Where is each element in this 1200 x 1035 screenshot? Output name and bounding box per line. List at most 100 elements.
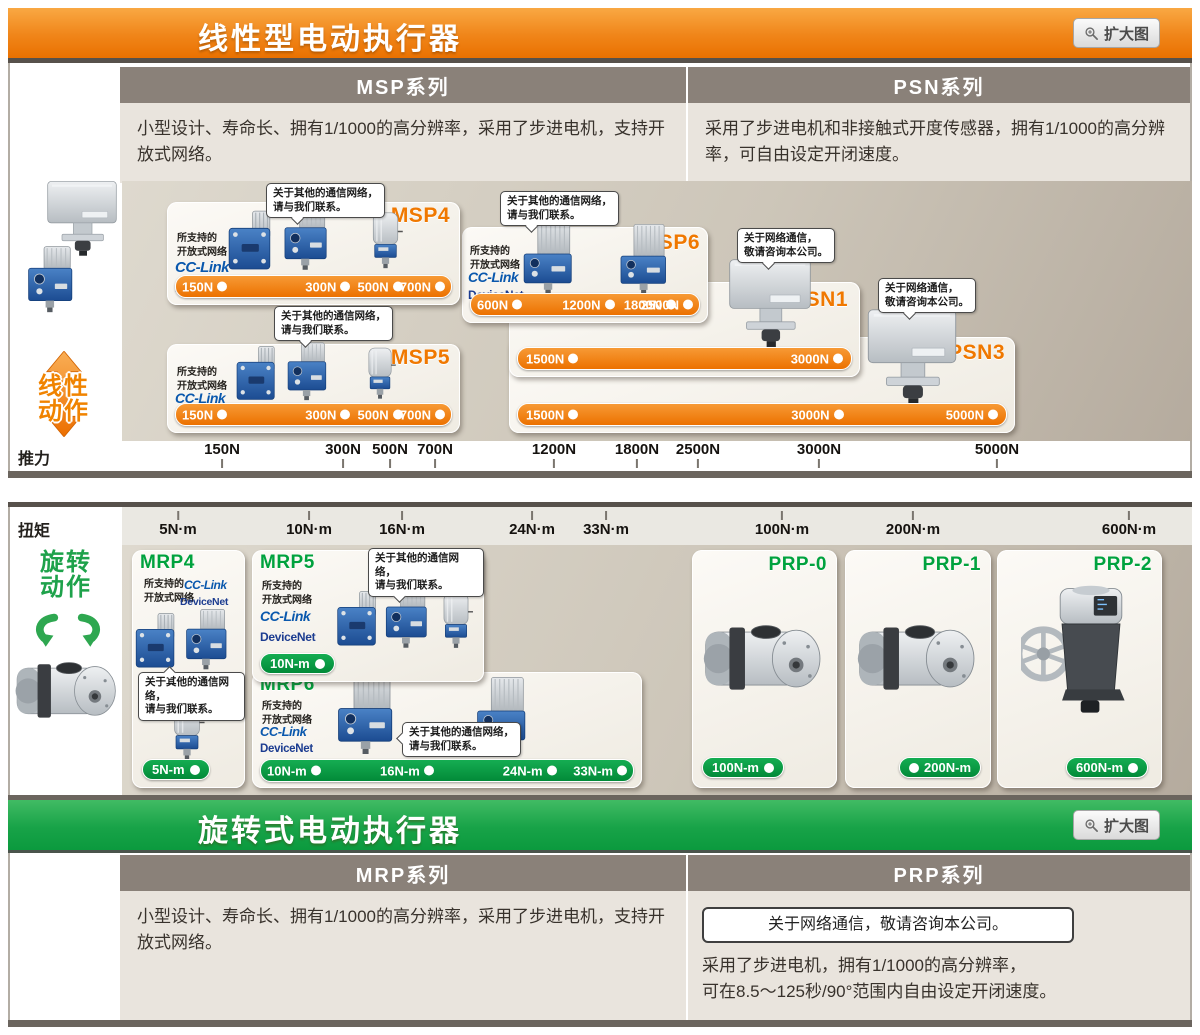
torque-axis-bg — [122, 507, 1192, 545]
mrp5-networks-label: 所支持的 开放式网络 — [262, 581, 312, 606]
callout-other-networks: 关于其他的通信网络， 请与我们联系。 — [274, 306, 393, 342]
msp-series-header: MSP系列 — [120, 67, 686, 103]
msp4-rating-bar: 150N 300N 500N 700N — [175, 275, 452, 298]
rotary-diagram: MRP4 所支持的 开放式网络 CC-Link DeviceNet 关于其他的通… — [122, 545, 1192, 795]
psn-series-description: 采用了步进电机和非接触式开度传感器，拥有1/1000的高分辨率，可自由设定开闭速… — [688, 103, 1190, 183]
callout-other-networks: 关于其他的通信网络， 请与我们联系。 — [266, 183, 385, 219]
mrp4-model: MRP4 — [140, 552, 195, 573]
psn1-product-image — [723, 256, 817, 354]
thrust-axis: 推力 150N 300N 500N 700N 1200N 1800N 2500N… — [18, 441, 1020, 468]
mrp6-networks-label: 所支持的 开放式网络 — [262, 701, 312, 726]
psn3-model: PSN3 — [948, 341, 1005, 364]
psn1-rating-bar: 1500N 3000N — [517, 347, 852, 370]
prp-series-panel: 关于网络通信，敬请咨询本公司。 采用了步进电机，拥有1/1000的高分辨率， 可… — [688, 891, 1190, 1020]
mrp4-box: MRP4 所支持的 开放式网络 CC-Link DeviceNet 关于其他的通… — [132, 550, 245, 788]
magnifier-icon — [1084, 26, 1099, 41]
msp5-model: MSP5 — [390, 346, 450, 369]
cclink-logo: CC-Link — [184, 578, 227, 592]
devicenet-logo: DeviceNet — [180, 596, 229, 608]
rotation-arrows-icon — [32, 605, 104, 649]
rotary-panel-footer: MRP系列 PRP系列 小型设计、寿命长、拥有1/1000的高分辨率，采用了步进… — [8, 853, 1192, 1020]
linear-enlarge-button[interactable]: 扩大图 — [1072, 18, 1160, 48]
torque-axis-label: 扭矩 — [18, 523, 51, 540]
msp6-networks-label: 所支持的 开放式网络 — [470, 246, 520, 271]
cclink-logo: CC-Link — [260, 608, 311, 624]
prp-network-note: 关于网络通信，敬请咨询本公司。 — [702, 907, 1074, 943]
prp-series-label: PRP系列 — [893, 864, 985, 887]
msp5-box: MSP5 所支持的 开放式网络 CC-Link DeviceNet 150N 3… — [167, 342, 460, 433]
callout-other-networks: 关于其他的通信网络， 请与我们联系。 — [500, 191, 619, 227]
prp0-rating-pill: 100N-m — [702, 757, 784, 778]
panel-bottom-bar — [8, 471, 1192, 478]
msp6-product-image — [523, 219, 667, 295]
prp2-box: PRP-2 600N-m — [997, 550, 1162, 788]
msp5-product-image — [236, 342, 397, 401]
prp1-model: PRP-1 — [922, 554, 981, 575]
rotary-panel-body: 扭矩 5N·m 10N·m 16N·m 24N·m 33N·m 100N·m 2… — [8, 507, 1192, 795]
mrp-series-label: MRP系列 — [355, 864, 451, 887]
msp6-rating-bar: 600N 1200N 1800N 2500N — [470, 293, 700, 316]
prp0-box: PRP-0 100N-m — [692, 550, 837, 788]
linear-motion-label: 线性 动作 — [38, 373, 90, 426]
prp0-product-image — [702, 610, 830, 698]
psn-series-label: PSN系列 — [893, 76, 985, 99]
thrust-axis-label: 推力 — [18, 451, 51, 468]
callout-network-comm: 关于网络通信， 敬请咨询本公司。 — [878, 278, 976, 314]
msp4-box: MSP4 所支持的 开放式网络 CC-Link DeviceNet 150N 3… — [167, 202, 460, 305]
mrp4-networks-label: 所支持的 开放式网络 — [144, 579, 194, 604]
msp4-model: MSP4 — [390, 204, 450, 227]
linear-panel-body: MSP系列 PSN系列 小型设计、寿命长、拥有1/1000的高分辨率，采用了步进… — [8, 63, 1192, 471]
mrp5-box: MRP5 关于其他的通信网络， 请与我们联系。 所支持的 开放式网络 CC-Li… — [252, 548, 484, 682]
prp-series-description: 采用了步进电机，拥有1/1000的高分辨率， 可在8.5～125秒/90°范围内… — [702, 956, 1057, 1001]
linear-diagram: MSP4 所支持的 开放式网络 CC-Link DeviceNet 150N 3… — [122, 181, 1192, 441]
msp-series-description: 小型设计、寿命长、拥有1/1000的高分辨率，采用了步进电机，支持开放式网络。 — [120, 103, 686, 183]
prp1-rating-pill: 200N-m — [899, 757, 981, 778]
msp5-rating-bar: 150N 300N 500N 700N — [175, 403, 452, 426]
msp-series-label: MSP系列 — [356, 76, 450, 99]
devicenet-logo: DeviceNet — [260, 630, 316, 644]
rotary-actuator-photo — [14, 648, 124, 726]
psn3-product-image — [861, 305, 963, 413]
cclink-logo: CC-Link — [260, 724, 307, 739]
mrp-series-header: MRP系列 — [120, 855, 686, 891]
linear-actuator-photo — [28, 180, 118, 313]
cclink-logo: CC-Link — [468, 269, 519, 285]
psn3-rating-bar: 1500N 3000N 5000N — [517, 403, 1007, 426]
magnifier-icon — [1084, 818, 1099, 833]
callout-other-networks: 关于其他的通信网络， 请与我们联系。 — [368, 548, 484, 597]
mrp6-box: MRP6 所支持的 开放式网络 CC-Link DeviceNet 关于其他的通… — [252, 670, 642, 788]
rotary-actuator-panel: 扭矩 5N·m 10N·m 16N·m 24N·m 33N·m 100N·m 2… — [8, 502, 1192, 1027]
divider — [8, 58, 1192, 63]
rotary-panel-title: 旋转式电动执行器 — [198, 815, 462, 848]
prp-series-header: PRP系列 — [688, 855, 1190, 891]
panel-bottom-bar — [8, 1020, 1192, 1027]
linear-panel-title: 线性型电动执行器 — [198, 23, 462, 56]
linear-panel-header: 线性型电动执行器 扩大图 — [8, 8, 1192, 58]
rotary-panel-header: 旋转式电动执行器 扩大图 — [8, 800, 1192, 850]
divider — [8, 795, 1192, 800]
prp2-product-image — [1021, 578, 1133, 726]
prp1-box: PRP-1 200N-m — [845, 550, 991, 788]
prp2-rating-pill: 600N-m — [1066, 757, 1148, 778]
mrp5-rating-pill: 10N-m — [260, 653, 335, 674]
mrp5-model: MRP5 — [260, 552, 315, 573]
psn-series-header: PSN系列 — [688, 67, 1190, 103]
rotary-motion-label: 旋转 动作 — [40, 549, 92, 602]
cclink-logo: CC-Link — [175, 390, 226, 406]
mrp4-rating-pill: 5N-m — [142, 759, 210, 780]
msp6-box: MSP6 所支持的 开放式网络 CC-Link DeviceNet 600N 1… — [462, 219, 708, 323]
mrp6-rating-bar: 10N-m 16N-m 24N-m 33N-m — [260, 759, 634, 782]
callout-other-networks: 关于其他的通信网络， 请与我们联系。 — [402, 722, 521, 758]
divider — [8, 850, 1192, 853]
msp5-networks-label: 所支持的 开放式网络 — [177, 367, 227, 392]
cclink-logo: CC-Link — [175, 259, 230, 276]
divider — [8, 502, 1192, 507]
prp2-model: PRP-2 — [1093, 554, 1152, 575]
torque-axis: 扭矩 5N·m 10N·m 16N·m 24N·m 33N·m 100N·m 2… — [10, 507, 1194, 545]
callout-other-networks: 关于其他的通信网络， 请与我们联系。 — [138, 672, 245, 721]
prp1-product-image — [856, 610, 984, 698]
linear-enlarge-label: 扩大图 — [1103, 25, 1149, 43]
msp4-networks-label: 所支持的 开放式网络 — [177, 233, 227, 258]
devicenet-logo: DeviceNet — [260, 743, 313, 755]
rotary-enlarge-button[interactable]: 扩大图 — [1072, 810, 1160, 840]
